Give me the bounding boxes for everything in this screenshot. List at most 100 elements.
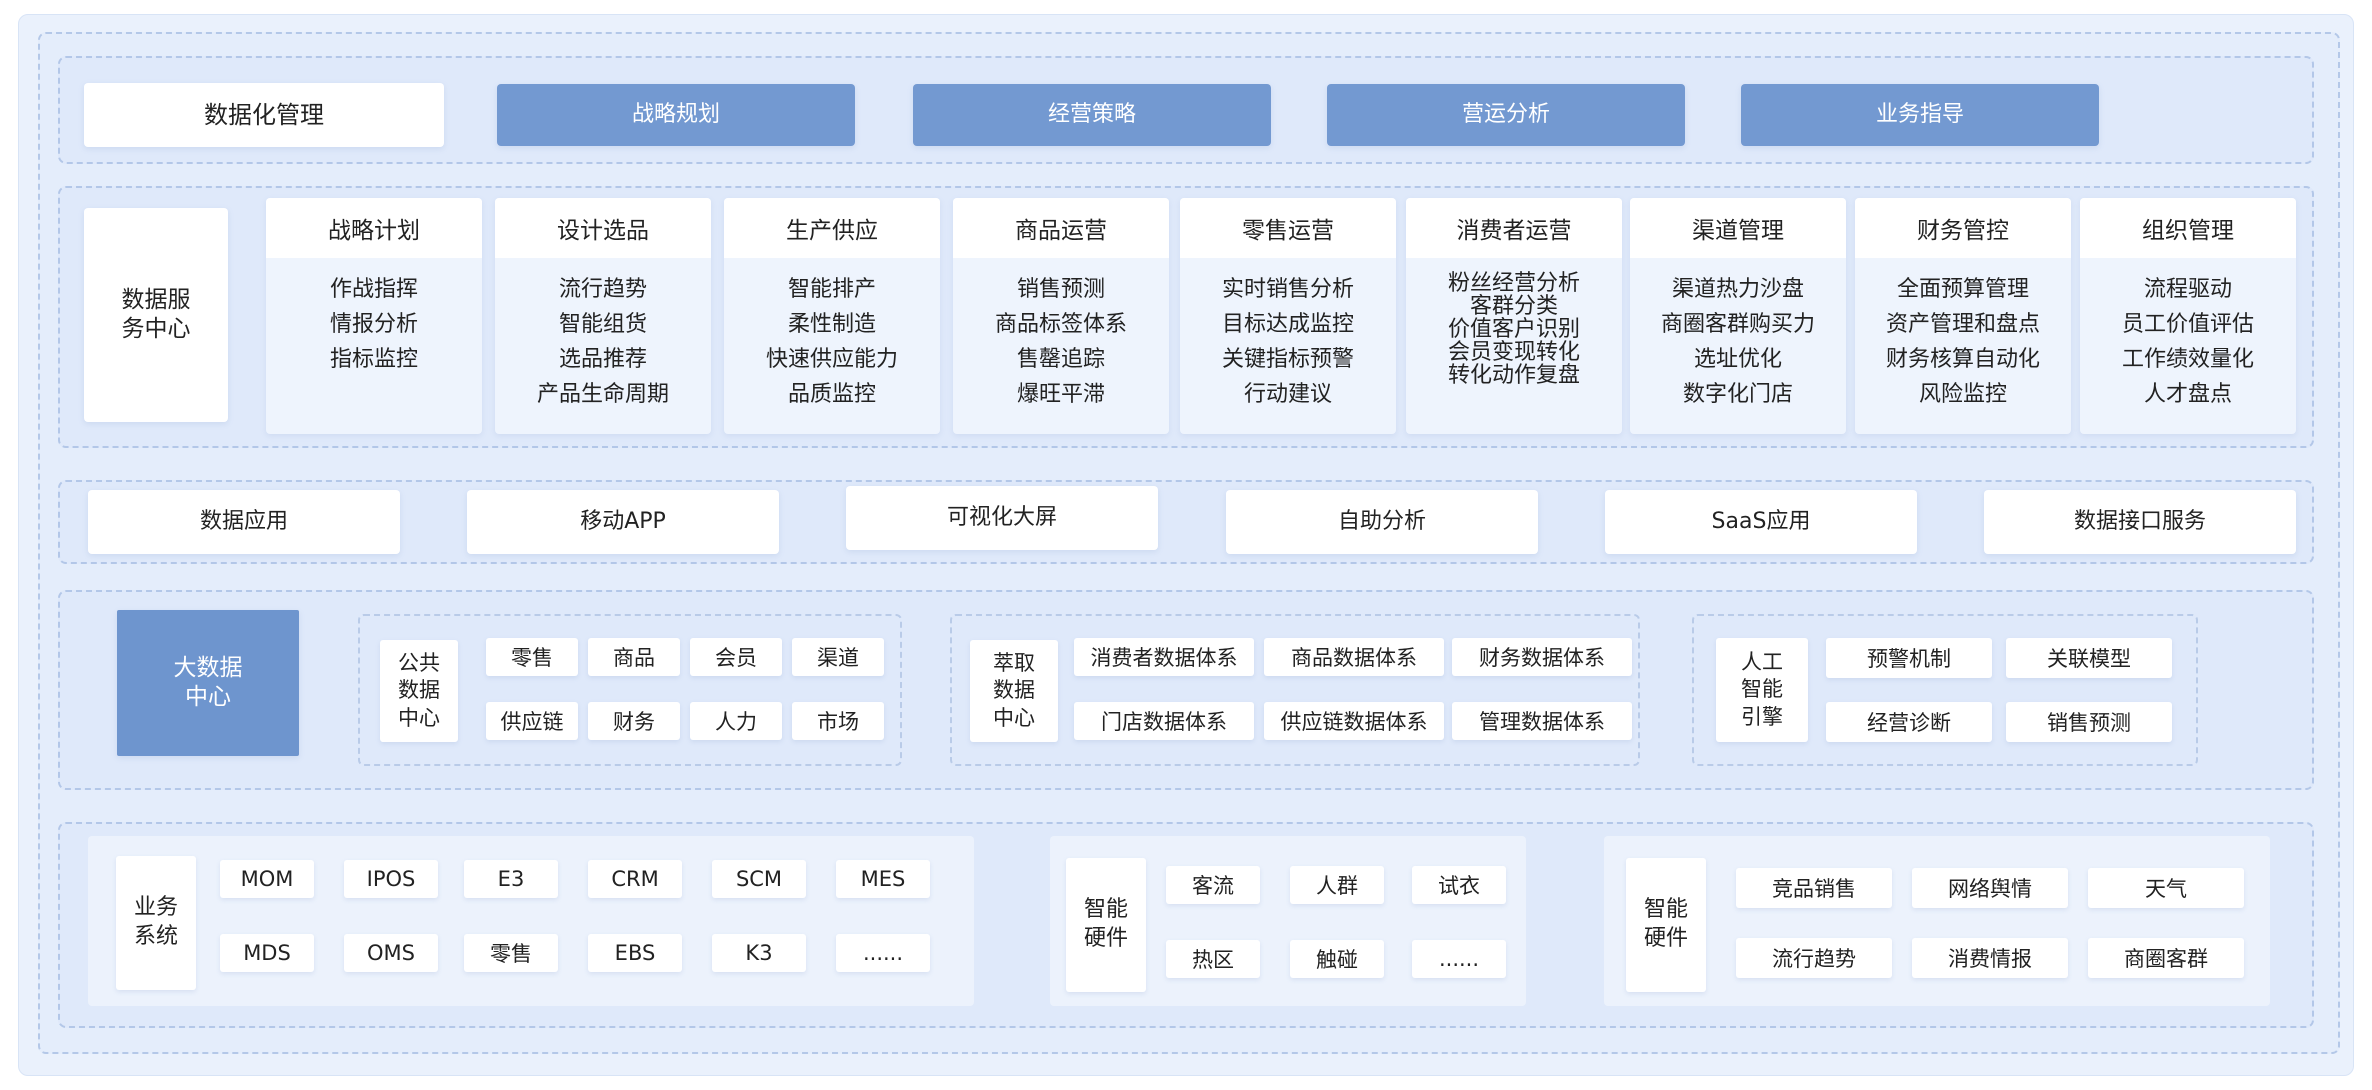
column-title: 财务管控 — [1855, 198, 2071, 258]
column-item: 工作绩效量化 — [2121, 347, 2254, 372]
business-chip: MES — [836, 860, 930, 898]
column-item: 流程驱动 — [2143, 277, 2232, 302]
column-item: 商品标签体系 — [994, 312, 1127, 337]
big-data-center-label: 大数据 中心 — [117, 610, 299, 756]
business-chip: 零售 — [464, 934, 558, 972]
column-item: 数字化门店 — [1682, 382, 1793, 407]
ai-chip: 销售预测 — [2006, 702, 2172, 742]
management-item-business-guidance: 业务指导 — [1741, 84, 2099, 146]
management-item-operations-analysis: 营运分析 — [1327, 84, 1685, 146]
public-chip: 商品 — [588, 638, 680, 676]
column-item: 员工价值评估 — [2121, 312, 2254, 337]
business-chip: ...... — [836, 934, 930, 972]
service-column-design: 设计选品 流行趋势 智能组货 选品推荐 产品生命周期 — [495, 198, 711, 434]
app-mobile: 移动APP — [467, 490, 779, 554]
hardware-label: 智能 硬件 — [1066, 858, 1146, 992]
column-item: 人才盘点 — [2143, 382, 2232, 407]
management-item-strategy: 战略规划 — [497, 84, 855, 146]
column-title: 组织管理 — [2080, 198, 2296, 258]
extract-chip: 管理数据体系 — [1452, 702, 1632, 740]
extract-chip: 供应链数据体系 — [1264, 702, 1444, 740]
business-systems-label: 业务 系统 — [116, 856, 196, 990]
column-item: 选品推荐 — [558, 347, 647, 372]
public-chip: 零售 — [486, 638, 578, 676]
column-item: 流行趋势 — [558, 277, 647, 302]
column-item: 品质监控 — [787, 382, 876, 407]
app-data-interface: 数据接口服务 — [1984, 490, 2296, 554]
public-chip: 渠道 — [792, 638, 884, 676]
service-column-product-ops: 商品运营 销售预测 商品标签体系 售罄追踪 爆旺平滞 — [953, 198, 1169, 434]
column-item: 销售预测 — [1016, 277, 1105, 302]
column-title: 零售运营 — [1180, 198, 1396, 258]
column-item: 资产管理和盘点 — [1885, 312, 2040, 337]
app-saas: SaaS应用 — [1605, 490, 1917, 554]
column-item: 行动建议 — [1243, 382, 1332, 407]
column-item: 柔性制造 — [787, 312, 876, 337]
app-self-analysis: 自助分析 — [1226, 490, 1538, 554]
column-item: 关键指标预警 — [1221, 347, 1354, 372]
external-chip: 网络舆情 — [1912, 868, 2068, 908]
app-visual-screen: 可视化大屏 — [846, 486, 1158, 550]
column-item: 全面预算管理 — [1896, 277, 2029, 302]
external-chip: 竞品销售 — [1736, 868, 1892, 908]
apps-section — [58, 480, 2314, 564]
ai-engine-label: 人工 智能 引擎 — [1716, 638, 1808, 742]
service-column-retail-ops: 零售运营 实时销售分析 目标达成监控 关键指标预警 行动建议 — [1180, 198, 1396, 434]
big-data-section — [58, 590, 2314, 790]
public-chip: 人力 — [690, 702, 782, 740]
column-item: 情报分析 — [329, 312, 418, 337]
column-item: 实时销售分析 — [1221, 277, 1354, 302]
hardware-chip: 人群 — [1290, 866, 1384, 904]
public-chip: 财务 — [588, 702, 680, 740]
ai-engine-group — [1692, 614, 2198, 766]
column-item: 财务核算自动化 — [1885, 347, 2040, 372]
column-title: 生产供应 — [724, 198, 940, 258]
column-title: 渠道管理 — [1630, 198, 1846, 258]
public-chip: 市场 — [792, 702, 884, 740]
column-item: 选址优化 — [1693, 347, 1782, 372]
column-item: 粉丝经营分析 — [1447, 271, 1580, 296]
management-title: 数据化管理 — [84, 83, 444, 147]
column-item: 转化动作复盘 — [1447, 363, 1580, 388]
column-item: 会员变现转化 — [1447, 340, 1580, 365]
column-item: 产品生命周期 — [536, 382, 669, 407]
service-column-consumer-ops: 消费者运营 粉丝经营分析 客群分类 价值客户识别 会员变现转化 转化动作复盘 — [1406, 198, 1622, 434]
public-chip: 供应链 — [486, 702, 578, 740]
extract-chip: 商品数据体系 — [1264, 638, 1444, 676]
service-column-organization: 组织管理 流程驱动 员工价值评估 工作绩效量化 人才盘点 — [2080, 198, 2296, 434]
extract-data-group — [950, 614, 1640, 766]
public-data-label: 公共 数据 中心 — [380, 640, 458, 742]
column-item: 快速供应能力 — [765, 347, 898, 372]
column-title: 消费者运营 — [1406, 198, 1622, 258]
app-data-application: 数据应用 — [88, 490, 400, 554]
hardware-chip: 触碰 — [1290, 940, 1384, 978]
external-data-label: 智能 硬件 — [1626, 858, 1706, 992]
service-column-finance: 财务管控 全面预算管理 资产管理和盘点 财务核算自动化 风险监控 — [1855, 198, 2071, 434]
column-item: 风险监控 — [1918, 382, 2007, 407]
business-chip: MOM — [220, 860, 314, 898]
column-item: 爆旺平滞 — [1016, 382, 1105, 407]
extract-chip: 门店数据体系 — [1074, 702, 1254, 740]
extract-chip: 消费者数据体系 — [1074, 638, 1254, 676]
external-chip: 流行趋势 — [1736, 938, 1892, 978]
column-item: 客群分类 — [1469, 294, 1558, 319]
hardware-chip: ...... — [1412, 940, 1506, 978]
external-chip: 天气 — [2088, 868, 2244, 908]
business-chip: CRM — [588, 860, 682, 898]
column-item: 作战指挥 — [329, 277, 418, 302]
service-column-strategy-plan: 战略计划 作战指挥 情报分析 指标监控 — [266, 198, 482, 434]
ai-chip: 预警机制 — [1826, 638, 1992, 678]
column-item: 智能组货 — [558, 312, 647, 337]
service-center-label: 数据服 务中心 — [84, 208, 228, 422]
column-item: 智能排产 — [787, 277, 876, 302]
business-chip: MDS — [220, 934, 314, 972]
hardware-chip: 客流 — [1166, 866, 1260, 904]
extract-chip: 财务数据体系 — [1452, 638, 1632, 676]
column-title: 战略计划 — [266, 198, 482, 258]
public-chip: 会员 — [690, 638, 782, 676]
business-chip: SCM — [712, 860, 806, 898]
public-data-group — [358, 614, 902, 766]
management-item-operations-strategy: 经营策略 — [913, 84, 1271, 146]
column-item: 价值客户识别 — [1447, 317, 1580, 342]
ai-chip: 关联模型 — [2006, 638, 2172, 678]
